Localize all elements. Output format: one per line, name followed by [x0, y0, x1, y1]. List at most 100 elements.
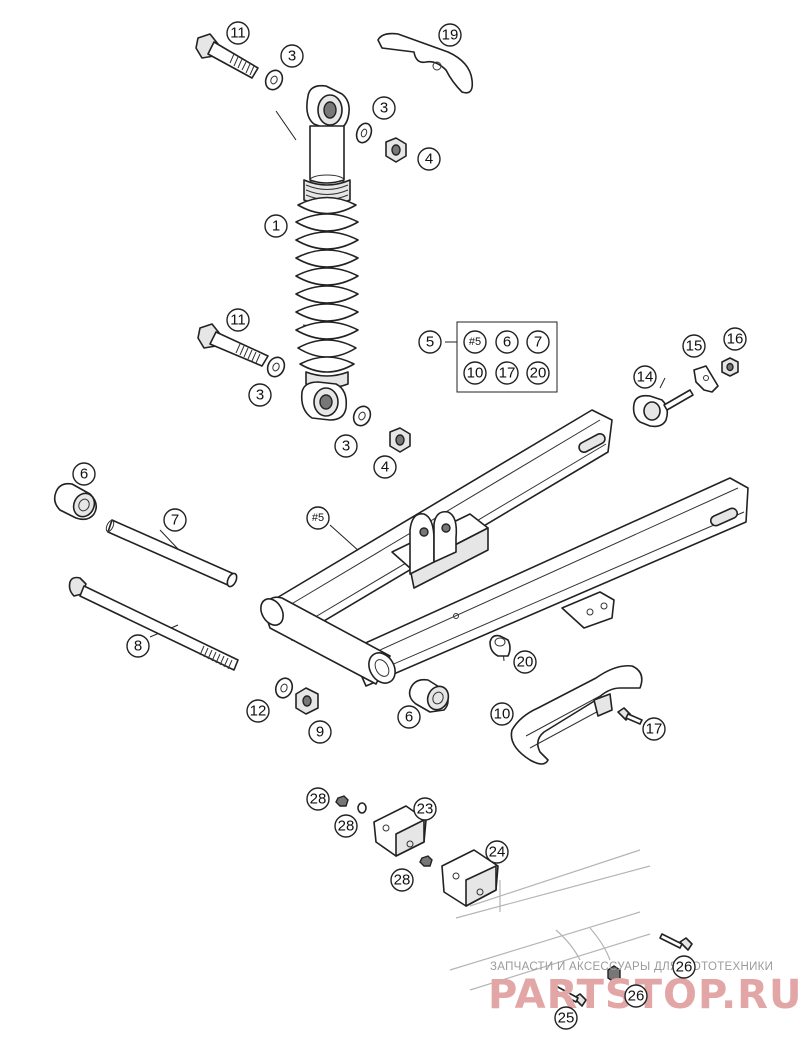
svg-text:6: 6	[80, 466, 88, 483]
svg-text:19: 19	[442, 27, 459, 44]
svg-text:10: 10	[467, 365, 484, 382]
svg-text:17: 17	[646, 721, 663, 738]
callout-26-nut: 26	[624, 984, 648, 1008]
callout-20-spacer: 20	[513, 650, 537, 674]
svg-text:20: 20	[517, 654, 534, 671]
part-4-nut-a	[385, 137, 407, 163]
svg-text:6: 6	[503, 334, 511, 351]
part-12-washer	[274, 677, 294, 699]
svg-text:7: 7	[534, 334, 542, 351]
callout-8-axle: 8	[126, 634, 150, 658]
part-8-swingarm-axle	[68, 576, 239, 671]
svg-text:6: 6	[405, 709, 413, 726]
kit-item-6: 6	[495, 330, 519, 354]
svg-text:3: 3	[256, 387, 264, 404]
callout-19-wrench: 19	[438, 23, 462, 47]
svg-text:3: 3	[342, 438, 350, 455]
svg-text:5: 5	[426, 334, 434, 351]
part-11-lower-bolt	[197, 323, 269, 367]
callout-15-bracket: 15	[682, 334, 706, 358]
callout-17-screw: 17	[642, 717, 666, 741]
svg-text:#5: #5	[312, 512, 324, 524]
part-23-bracket	[373, 805, 427, 857]
callout-11-upper-bolt: 11	[226, 21, 250, 45]
part-16-nut	[721, 357, 739, 377]
svg-text:11: 11	[230, 312, 246, 329]
kit-item-17: 17	[495, 361, 519, 385]
kit-item-10: 10	[463, 361, 487, 385]
callout-4-nut-b: 4	[373, 455, 397, 479]
callout-6-bushing-a: 6	[72, 462, 96, 486]
part-4-nut-b	[389, 427, 411, 453]
part-14-chain-slider-roller	[632, 389, 694, 428]
part-6-bushing-a	[53, 482, 98, 521]
callout-28-nut-a: 28	[306, 787, 330, 811]
part-3-washer-b	[355, 122, 373, 144]
svg-text:17: 17	[499, 365, 516, 382]
callout-9-nut: 9	[308, 720, 332, 744]
svg-text:4: 4	[425, 151, 433, 168]
kit-item-20: 20	[526, 361, 550, 385]
svg-text:3: 3	[288, 48, 296, 65]
callout-24-bracket: 24	[485, 840, 509, 864]
part-24-bracket	[441, 849, 499, 907]
part-5-swingarm	[260, 409, 749, 687]
callout-23-bracket: 23	[413, 797, 437, 821]
callout-14-roller: 14	[633, 365, 657, 389]
part-20-spacer	[489, 634, 511, 657]
part-26-bolt	[659, 933, 693, 951]
callout-12-washer: 12	[246, 699, 270, 723]
frame-outline	[449, 849, 651, 991]
watermark-tagline: ЗАПЧАСТИ И АКСЕССУАРЫ ДЛЯ МОТОТЕХНИКИ	[490, 961, 773, 973]
svg-text:26: 26	[676, 959, 693, 976]
svg-text:24: 24	[489, 844, 506, 861]
svg-text:25: 25	[558, 1010, 575, 1027]
svg-text:28: 28	[394, 872, 411, 889]
svg-text:11: 11	[230, 25, 246, 42]
callout-4-nut-a: 4	[417, 147, 441, 171]
svg-text:16: 16	[727, 331, 744, 348]
callout-10-chain-slider: 10	[490, 702, 514, 726]
part-9-nut	[295, 687, 319, 715]
part-25-bolt	[553, 985, 587, 1007]
svg-text:28: 28	[310, 791, 327, 808]
part-19-hook-wrench	[377, 32, 474, 94]
svg-text:1: 1	[272, 218, 280, 235]
callout-3-washer-d: 3	[334, 434, 358, 458]
callout-6-bushing-b: 6	[397, 705, 421, 729]
callout-5-swingarm: #5	[306, 506, 330, 530]
svg-text:3: 3	[380, 100, 388, 117]
part-26-nut	[607, 965, 621, 983]
kit-item-7: 7	[526, 330, 550, 354]
callout-3-washer-a: 3	[280, 44, 304, 68]
part-3-washer-a	[264, 69, 284, 91]
part-7-sleeve	[105, 519, 238, 588]
svg-text:28: 28	[338, 818, 355, 835]
svg-text:14: 14	[637, 369, 654, 386]
kit-item-5: #5	[463, 330, 487, 354]
svg-text:7: 7	[171, 512, 179, 529]
svg-text:10: 10	[494, 706, 511, 723]
svg-text:12: 12	[250, 703, 267, 720]
svg-text:15: 15	[686, 338, 703, 355]
callout-3-washer-b: 3	[372, 96, 396, 120]
callout-11-lower-bolt: 11	[226, 308, 250, 332]
svg-text:8: 8	[134, 638, 142, 655]
part-17-screw	[617, 707, 643, 725]
callout-28-nut-c: 28	[390, 868, 414, 892]
part-3-washer-d	[352, 405, 372, 427]
callout-25-bolt: 25	[554, 1006, 578, 1030]
callout-7-sleeve: 7	[163, 508, 187, 532]
callout-26-bolt: 26	[672, 955, 696, 979]
part-3-washer-c	[266, 356, 286, 378]
callout-3-washer-c: 3	[248, 383, 272, 407]
svg-text:20: 20	[530, 365, 547, 382]
svg-text:4: 4	[381, 459, 389, 476]
svg-text:23: 23	[417, 801, 434, 818]
part-28-washer-b	[357, 802, 367, 814]
part-11-upper-bolt	[195, 33, 259, 79]
part-28-nut-c	[419, 855, 433, 867]
callout-1-shock-absorber: 1	[264, 214, 288, 238]
svg-text:9: 9	[316, 724, 324, 741]
